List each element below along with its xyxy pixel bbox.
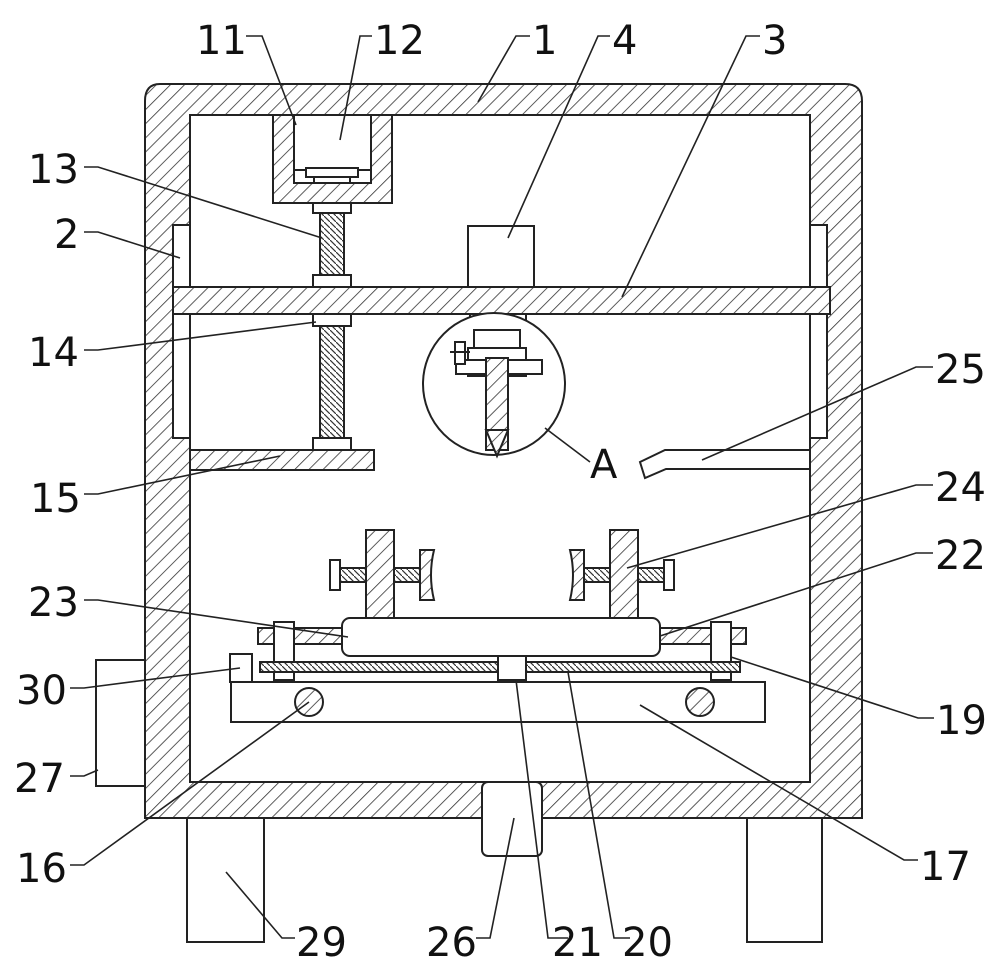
label-25: 25	[935, 347, 986, 393]
outlet	[481, 781, 543, 857]
discharge-chute	[638, 449, 811, 480]
label-27: 27	[14, 756, 65, 802]
nut	[312, 313, 352, 327]
label-13: 13	[28, 147, 79, 193]
detail-a	[422, 312, 566, 459]
clamp-left	[329, 529, 436, 619]
label-12: 12	[374, 18, 425, 64]
label-11: 11	[196, 18, 247, 64]
crossbeam	[172, 286, 831, 315]
label-29: 29	[296, 920, 347, 965]
control-box	[95, 659, 146, 787]
label-1: 1	[532, 18, 557, 64]
label-22: 22	[935, 533, 986, 579]
lead-screw-upper	[319, 209, 345, 276]
label-24: 24	[935, 465, 986, 511]
leg-right	[746, 817, 823, 943]
label-14: 14	[28, 330, 79, 376]
leader-lines	[70, 35, 934, 939]
side-rail-left	[172, 224, 191, 439]
label-30: 30	[16, 668, 67, 714]
label-2: 2	[54, 212, 79, 258]
label-3: 3	[762, 18, 787, 64]
label-16: 16	[16, 846, 67, 892]
bolt-right	[685, 687, 715, 717]
motor-housing	[272, 114, 393, 204]
label-23: 23	[28, 580, 79, 626]
slide-table	[341, 617, 661, 657]
screw-motor	[229, 653, 253, 683]
label-21: 21	[552, 920, 603, 965]
clamp-right	[568, 529, 675, 619]
label-17: 17	[920, 844, 971, 890]
label-15: 15	[30, 476, 81, 522]
housing	[144, 83, 863, 819]
nut-21	[497, 655, 527, 681]
label-4: 4	[612, 18, 637, 64]
lead-screw-lower	[319, 325, 345, 439]
label-26: 26	[426, 920, 477, 965]
side-rail-right	[809, 224, 828, 439]
label-detail-a: A	[590, 442, 618, 488]
leg-left	[186, 817, 265, 943]
label-20: 20	[622, 920, 673, 965]
press-plate	[189, 449, 375, 471]
drive-block	[467, 225, 535, 288]
label-19: 19	[936, 698, 987, 744]
